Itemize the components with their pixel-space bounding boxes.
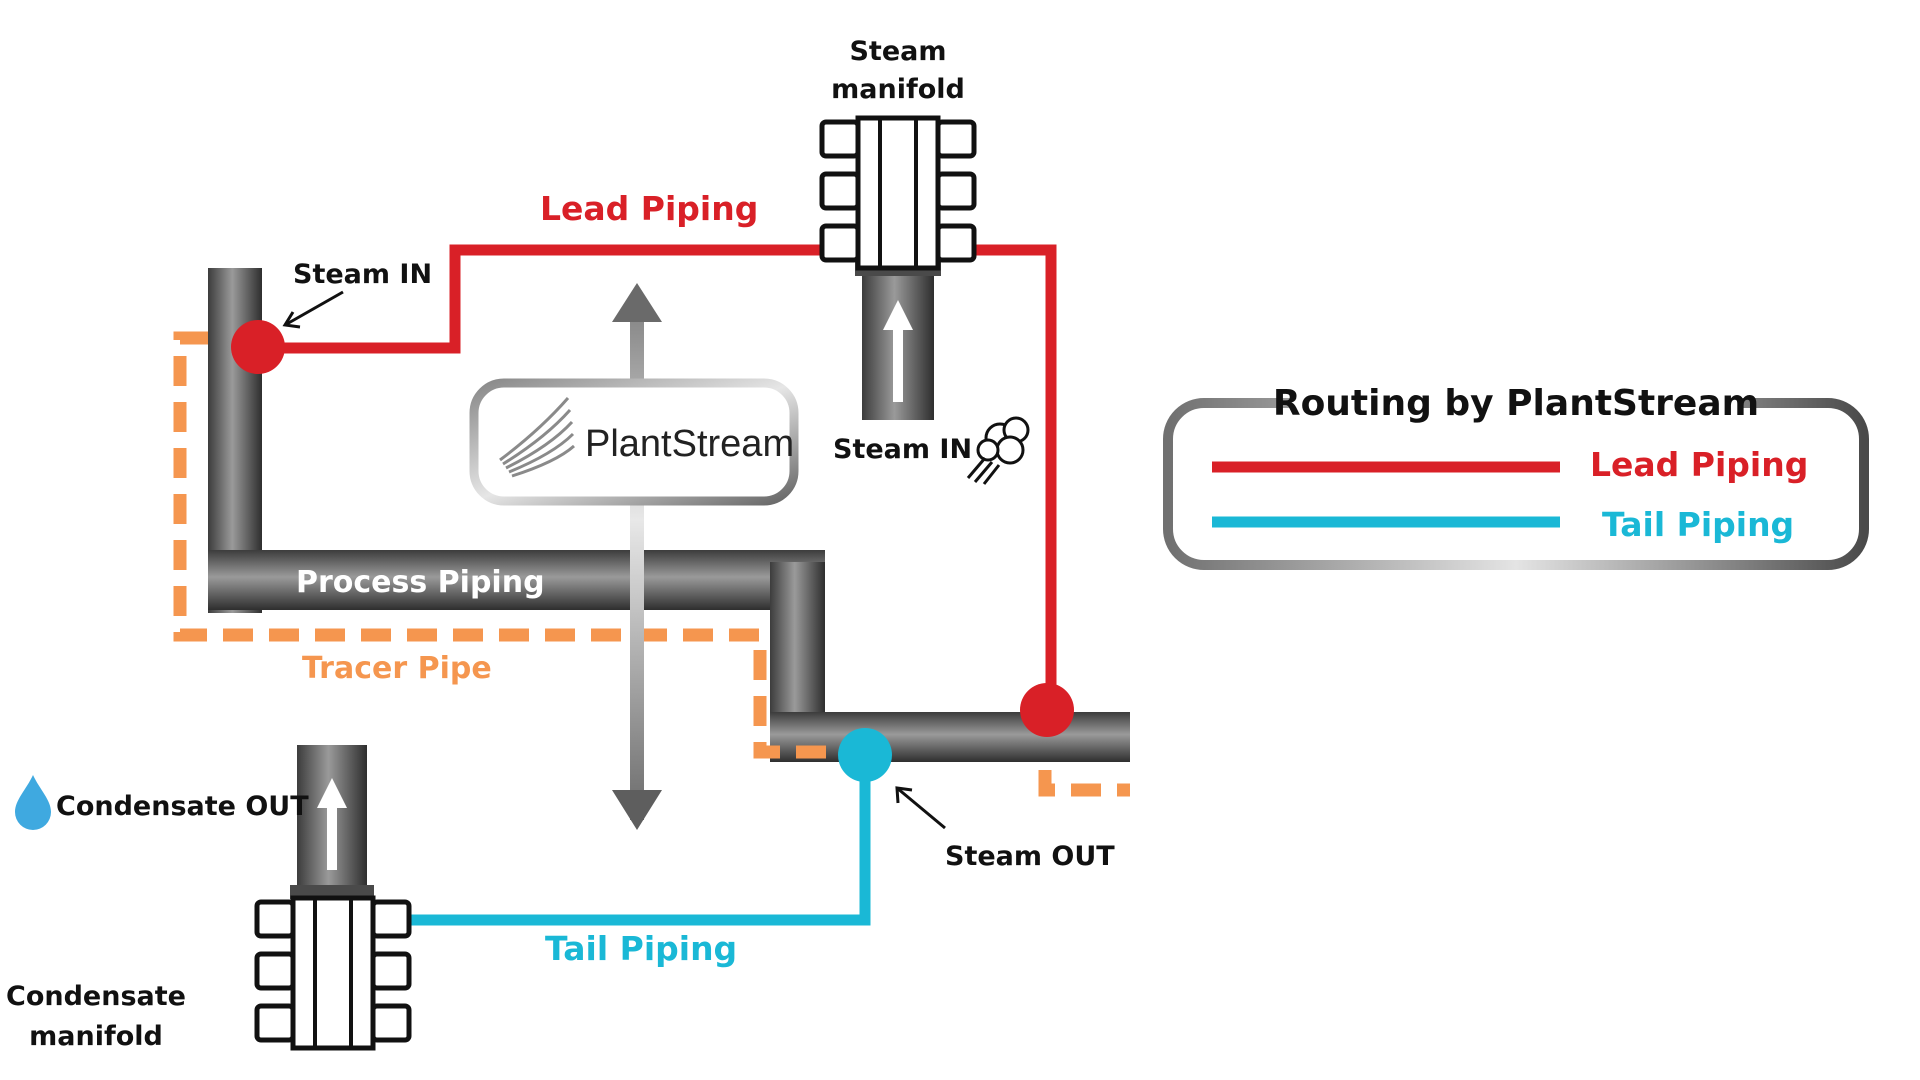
steam-manifold bbox=[819, 115, 977, 420]
plantstream-logo-icon bbox=[499, 397, 575, 478]
condensate-manifold bbox=[254, 745, 412, 1051]
tracer-pipe bbox=[173, 331, 1130, 797]
steam-in-label-right: Steam IN bbox=[833, 434, 972, 465]
water-drop-icon bbox=[15, 775, 51, 830]
condensate-out-label: Condensate OUT bbox=[56, 791, 309, 822]
condensate-manifold-label: Condensate bbox=[6, 981, 186, 1012]
tail-piping-label: Tail Piping bbox=[545, 929, 737, 968]
tracer-pipe-label: Tracer Pipe bbox=[302, 651, 492, 686]
steam-out-label: Steam OUT bbox=[945, 841, 1115, 872]
pointer-arrow-steam-out bbox=[895, 786, 946, 830]
condensate-manifold-label-line2: manifold bbox=[29, 1021, 163, 1052]
arrow-up-icon bbox=[317, 778, 347, 870]
steam-manifold-label: Steam bbox=[849, 36, 946, 67]
tail-pipe bbox=[405, 758, 871, 926]
process-pipe bbox=[208, 268, 1130, 762]
pointer-arrow-steam-in bbox=[282, 290, 344, 329]
steam-in-node bbox=[231, 320, 285, 374]
legend-title: Routing by PlantStream bbox=[1273, 383, 1759, 424]
lead-piping-label: Lead Piping bbox=[540, 189, 758, 228]
lead-pipe-right bbox=[975, 244, 1057, 712]
steam-puff-icon bbox=[966, 416, 1030, 485]
plantstream-badge: PlantStream bbox=[469, 378, 799, 506]
process-piping-label: Process Piping bbox=[296, 565, 545, 600]
brand-name: PlantStream bbox=[585, 423, 794, 465]
legend: Routing by PlantStream Lead Piping Tail … bbox=[1163, 380, 1869, 570]
steam-manifold-label-line2: manifold bbox=[831, 74, 965, 105]
lead-pipe bbox=[262, 244, 825, 354]
arrow-up-icon bbox=[883, 300, 913, 402]
legend-label-tail: Tail Piping bbox=[1602, 505, 1794, 544]
steam-in-label: Steam IN bbox=[293, 259, 432, 290]
legend-label-lead: Lead Piping bbox=[1590, 445, 1808, 484]
lead-connection-node bbox=[1020, 683, 1074, 737]
steam-out-node bbox=[838, 728, 892, 782]
